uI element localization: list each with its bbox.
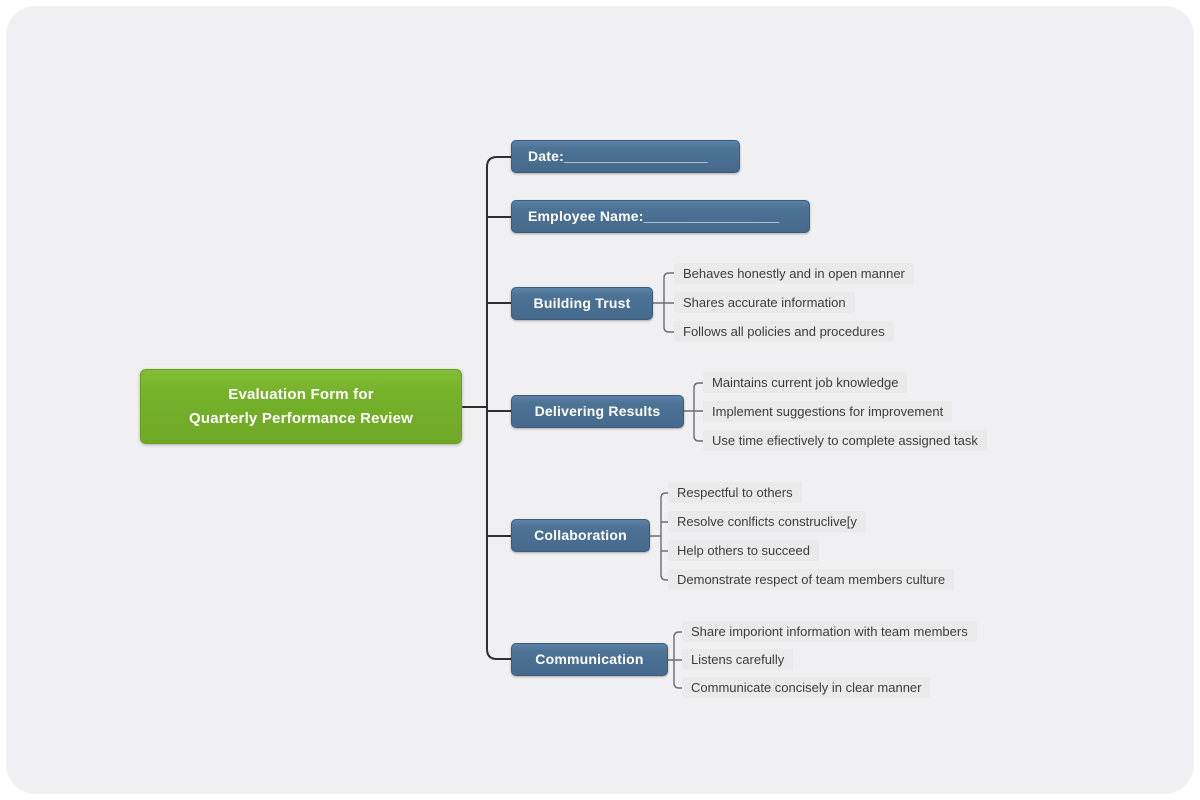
bracket-building-trust-rail xyxy=(663,272,675,333)
leaf-node[interactable]: Use time efiectively to complete assigne… xyxy=(703,430,987,451)
bracket-collaboration-rail xyxy=(660,492,669,581)
leaf-node[interactable]: Behaves honestly and in open manner xyxy=(674,263,914,284)
root-node[interactable]: Evaluation Form for Quarterly Performanc… xyxy=(140,369,462,444)
leaf-node[interactable]: Share imporiont information with team me… xyxy=(682,621,977,642)
leaf-node[interactable]: Listens carefully xyxy=(682,649,794,670)
root-node-label-line2: Quarterly Performance Review xyxy=(188,409,414,427)
leaf-node[interactable]: Implement suggestions for improvement xyxy=(703,401,953,422)
leaf-node[interactable]: Communicate concisely in clear manner xyxy=(682,677,931,698)
leaf-node[interactable]: Maintains current job knowledge xyxy=(703,372,908,393)
branch-node-collaboration[interactable]: Collaboration xyxy=(511,519,650,552)
leaf-node[interactable]: Respectful to others xyxy=(668,482,802,503)
leaf-node[interactable]: Demonstrate respect of team members cult… xyxy=(668,569,955,590)
branch-node-communication[interactable]: Communication xyxy=(511,643,668,676)
branch-node-date[interactable]: Date:__________________ xyxy=(511,140,740,173)
leaf-node[interactable]: Help others to succeed xyxy=(668,540,819,561)
leaf-node[interactable]: Follows all policies and procedures xyxy=(674,321,894,342)
trunk-line xyxy=(486,156,512,660)
bracket-communication-rail xyxy=(673,631,683,689)
leaf-node[interactable]: Resolve conlficts construclive[y xyxy=(668,511,866,532)
leaf-node[interactable]: Shares accurate information xyxy=(674,292,855,313)
bracket-delivering-results-rail xyxy=(693,382,704,442)
branch-node-building-trust[interactable]: Building Trust xyxy=(511,287,653,320)
branch-node-employee-name[interactable]: Employee Name:_________________ xyxy=(511,200,810,233)
root-node-label-line1: Evaluation Form for xyxy=(228,385,374,403)
branch-node-delivering-results[interactable]: Delivering Results xyxy=(511,395,684,428)
